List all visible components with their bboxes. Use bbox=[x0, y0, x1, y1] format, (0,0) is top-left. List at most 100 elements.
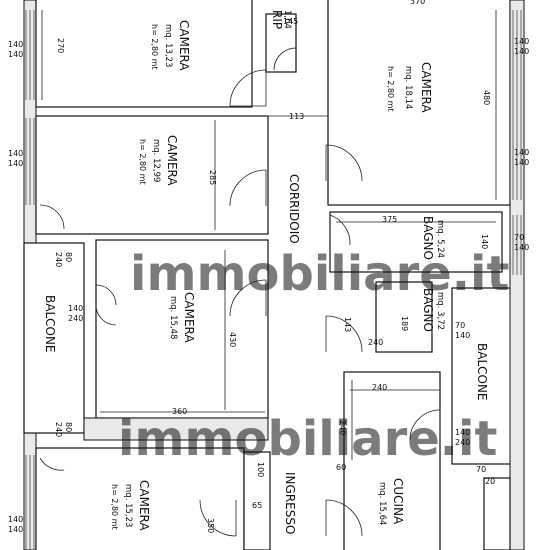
label-camera-4: CAMERA mq. 15,23 h= 2,80 mt bbox=[110, 480, 151, 531]
label-bagno-2: BAGNO mq. 3,72 bbox=[421, 288, 445, 332]
camera-5-name: CAMERA bbox=[419, 62, 433, 113]
dim-140-h: 140 bbox=[8, 515, 23, 524]
camera-4-height: h= 2,80 mt bbox=[110, 484, 119, 530]
dim-145: 145 bbox=[283, 17, 298, 26]
dim-60: 60 bbox=[336, 463, 346, 472]
door-camera-3 bbox=[229, 279, 267, 317]
dim-140-r1: 140 bbox=[514, 37, 529, 46]
room-balcone-2 bbox=[451, 287, 513, 465]
room-bagno-2 bbox=[375, 281, 433, 353]
dim-240-f: 240 bbox=[338, 420, 347, 435]
window-left-2 bbox=[25, 118, 35, 205]
balcone-1-name: BALCONE bbox=[43, 295, 57, 353]
camera-1-area: mq. 13,23 bbox=[163, 24, 173, 67]
door-camera-5 bbox=[325, 144, 363, 182]
dim-70-c: 70 bbox=[476, 465, 486, 474]
dim-143: 143 bbox=[343, 317, 352, 332]
label-camera-5: CAMERA mq. 18,14 h= 2,80 mt bbox=[386, 62, 433, 113]
door-ingresso bbox=[325, 499, 363, 537]
ingresso-name: INGRESSO bbox=[283, 472, 297, 534]
camera-3-name: CAMERA bbox=[182, 292, 196, 343]
dim-80-a: 80 bbox=[64, 252, 73, 262]
door-balcone-left-1 bbox=[39, 204, 65, 471]
dim-375: 375 bbox=[382, 215, 397, 224]
dim-240-a: 240 bbox=[54, 252, 63, 267]
dim-240-e: 240 bbox=[372, 383, 387, 392]
dim-140-f: 140 bbox=[455, 331, 470, 340]
dim-70-b: 70 bbox=[455, 321, 465, 330]
door-camera-4 bbox=[199, 499, 237, 537]
dim-140-i: 140 bbox=[8, 525, 23, 534]
dim-240-g: 240 bbox=[455, 438, 470, 447]
label-bagno-1: BAGNO mq. 5,24 bbox=[421, 216, 445, 260]
watermark-2: immobiliare.it bbox=[118, 411, 497, 467]
dim-140-r3: 140 bbox=[514, 148, 529, 157]
camera-1-name: CAMERA bbox=[177, 20, 191, 71]
bagno-2-area: mq. 3,72 bbox=[435, 292, 445, 330]
dim-189: 189 bbox=[400, 316, 409, 331]
cucina-name: CUCINA bbox=[391, 478, 405, 525]
door-camera-1 bbox=[229, 69, 267, 107]
label-corridoio: CORRIDOIO bbox=[287, 174, 301, 244]
label-rip: RIP 1,64 bbox=[270, 10, 292, 29]
dim-113: 113 bbox=[289, 112, 304, 121]
dim-70-r: 70 bbox=[514, 233, 524, 242]
rip-area: 1,64 bbox=[282, 10, 292, 29]
corridoio-name: CORRIDOIO bbox=[287, 174, 301, 244]
room-camera-3 bbox=[95, 239, 269, 419]
dim-140-c: 140 bbox=[8, 149, 23, 158]
window-left-1 bbox=[25, 10, 35, 100]
camera-4-area: mq. 15,23 bbox=[123, 484, 133, 527]
dim-350: 350 bbox=[206, 518, 215, 533]
label-cucina: CUCINA mq. 15,64 bbox=[377, 478, 405, 525]
room-balcone-1 bbox=[23, 242, 85, 434]
label-ingresso: INGRESSO bbox=[283, 472, 297, 534]
window-right-2 bbox=[512, 215, 522, 275]
room-cucina-niche bbox=[483, 477, 511, 550]
door-bagno-1 bbox=[329, 214, 351, 246]
dim-480: 480 bbox=[482, 90, 491, 105]
dim-140-r4: 140 bbox=[514, 158, 529, 167]
watermark-1: immobiliare.it bbox=[130, 246, 509, 302]
door-rip bbox=[273, 47, 297, 71]
camera-3-area: mq. 15,48 bbox=[168, 296, 178, 339]
dim-80-b: 80 bbox=[64, 422, 73, 432]
balcone-2-name: BALCONE bbox=[475, 343, 489, 401]
label-camera-3: CAMERA mq. 15,48 bbox=[168, 292, 196, 343]
door-bagno-2 bbox=[325, 315, 363, 353]
bagno-1-name: BAGNO bbox=[421, 216, 435, 260]
wall-band-mid bbox=[83, 417, 269, 441]
dim-370: 370 bbox=[410, 0, 425, 6]
bagno-2-name: BAGNO bbox=[421, 288, 435, 332]
camera-2-name: CAMERA bbox=[165, 135, 179, 186]
dim-140-d: 140 bbox=[8, 159, 23, 168]
dim-240-d: 240 bbox=[368, 338, 383, 347]
camera-2-height: h= 2,80 mt bbox=[138, 139, 147, 185]
label-camera-2: CAMERA mq. 12,99 h= 2,80 mt bbox=[138, 135, 179, 186]
dim-240-c: 240 bbox=[54, 422, 63, 437]
label-camera-1: CAMERA mq. 13,23 h= 2,80 mt bbox=[150, 20, 191, 71]
dim-140-bagno: 140 bbox=[480, 234, 489, 249]
dim-140-r5: 140 bbox=[514, 243, 529, 252]
bagno-1-area: mq. 5,24 bbox=[435, 220, 445, 258]
dim-lines bbox=[41, 10, 497, 460]
dim-140-b: 140 bbox=[8, 50, 23, 59]
room-camera-4 bbox=[35, 447, 245, 550]
dim-140-r2: 140 bbox=[514, 47, 529, 56]
dim-65: 65 bbox=[252, 501, 262, 510]
label-balcone-1: BALCONE bbox=[43, 295, 57, 353]
camera-5-height: h= 2,80 mt bbox=[386, 66, 395, 112]
dim-285: 285 bbox=[208, 170, 217, 185]
dim-140-g: 140 bbox=[455, 428, 470, 437]
door-camera-2 bbox=[229, 169, 267, 207]
dim-430: 430 bbox=[228, 332, 237, 347]
rip-name: RIP bbox=[270, 10, 284, 29]
dim-240-b: 240 bbox=[68, 314, 83, 323]
room-ingresso-niche bbox=[243, 451, 271, 550]
door-balcone-left-2 bbox=[95, 284, 117, 326]
dim-100: 100 bbox=[256, 462, 265, 477]
dim-270: 270 bbox=[56, 38, 65, 53]
room-camera-5 bbox=[327, 0, 511, 206]
camera-5-area: mq. 18,14 bbox=[403, 66, 413, 109]
